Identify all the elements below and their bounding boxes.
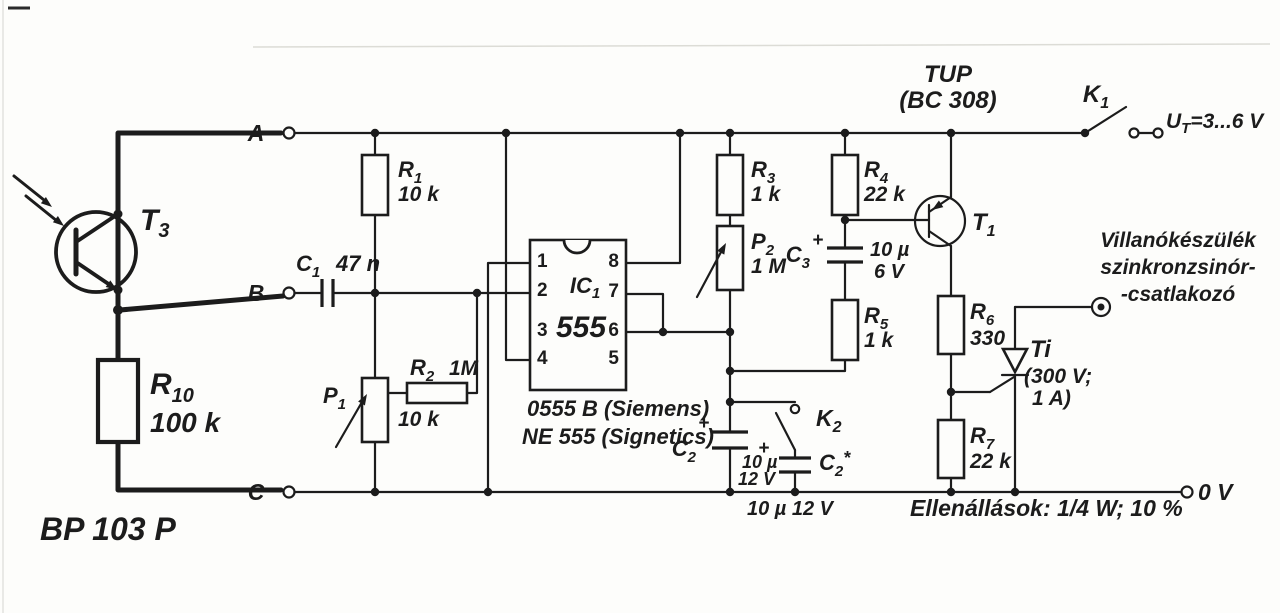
p2-value: 1 M — [751, 255, 787, 278]
r1-label: R1 — [398, 157, 422, 187]
c1-value: 47 n — [335, 251, 380, 276]
ti-spec-2: 1 A) — [1032, 387, 1071, 410]
t1-part: (BC 308) — [899, 87, 996, 114]
potentiometer-p2: P2 1 M — [695, 224, 787, 299]
terminal-c: C — [248, 479, 296, 505]
resistor-r7: R7 22 k — [936, 418, 1012, 480]
potentiometer-p1: P1 10 k — [323, 376, 440, 449]
r3-value: 1 k — [751, 183, 782, 206]
terminal-b: B — [248, 280, 296, 306]
capacitor-c1: C1 47 n — [296, 251, 380, 307]
phototransistor-t3 — [54, 210, 138, 294]
r6-label: R6 — [970, 299, 995, 329]
r1-value: 10 k — [398, 183, 440, 206]
resistor-r5: R5 1 k — [830, 298, 895, 362]
ic1-pin-2: 2 — [537, 280, 548, 301]
ic1-part: 555 — [556, 311, 607, 344]
resistor-r10: R10 100 k — [95, 357, 221, 445]
ic1-pin-5: 5 — [608, 348, 619, 369]
c3-label: C3 — [786, 242, 811, 272]
r10-value: 100 k — [150, 407, 221, 438]
c2star-polarity: + — [758, 438, 769, 459]
c3-value-bottom: 6 V — [874, 261, 906, 283]
connector-label-line1: Villanókészülék — [1100, 229, 1257, 252]
r5-value: 1 k — [864, 329, 895, 352]
resistor-tolerance-note: Ellenállások: 1/4 W; 10 % — [910, 495, 1183, 521]
r6-value: 330 — [970, 327, 1005, 350]
switch-k1: K1 — [1083, 81, 1164, 139]
ground-label: 0 V — [1198, 479, 1234, 505]
c2-value-top: 10 µ — [742, 452, 778, 472]
photo-sensor-block: T3 R10 100 k BP 103 P — [12, 130, 286, 547]
terminal-a-label: A — [247, 120, 265, 146]
resistor-r2: R2 1M — [405, 355, 479, 405]
ic1-variant-signetics: NE 555 (Signetics) — [522, 424, 714, 449]
ic1-pin-1: 1 — [537, 251, 548, 272]
connector-label-line2: szinkronzsinór- — [1100, 256, 1255, 279]
r4-value: 22 k — [863, 183, 906, 206]
ic1-555-timer: 1 2 3 4 8 7 6 5 IC1 555 0555 B (Siemens)… — [522, 238, 714, 449]
sync-connector-jack — [1090, 296, 1112, 318]
terminal-c-label: C — [248, 479, 265, 505]
supply-voltage-label: UT=3...6 V — [1166, 110, 1265, 137]
ic1-pin-3: 3 — [537, 320, 548, 341]
r5-label: R5 — [864, 303, 889, 333]
ic1-pin-6: 6 — [608, 320, 619, 341]
ic1-label: IC1 — [570, 273, 600, 302]
t1-label: T1 — [972, 209, 996, 240]
r3-label: R3 — [751, 157, 776, 187]
ic-notch-icon — [562, 239, 592, 255]
capacitor-c3: + C3 10 µ 6 V — [786, 230, 910, 283]
resistor-r4: R4 22 k — [830, 153, 906, 217]
ic1-variant-siemens: 0555 B (Siemens) — [527, 396, 709, 421]
connector-label-line3: -csatlakozó — [1121, 283, 1236, 306]
c2-value-bottom: 12 V — [738, 469, 777, 489]
p1-label: P1 — [323, 383, 346, 413]
sync-connector-label: Villanókészülék szinkronzsinór- -csatlak… — [1100, 229, 1257, 306]
p1-value: 10 k — [398, 408, 440, 431]
t1-family: TUP — [924, 61, 973, 88]
ic1-pin-4: 4 — [537, 348, 548, 369]
resistor-r3: R3 1 k — [715, 153, 782, 217]
ti-spec-1: (300 V; — [1024, 365, 1092, 388]
transistor-t1: T1 — [913, 194, 996, 248]
switch-k2: K2 — [774, 403, 842, 452]
k2-label: K2 — [816, 405, 842, 436]
r10-label: R10 — [150, 368, 194, 407]
resistor-r1: R1 10 k — [360, 153, 440, 217]
c2star-values: 10 µ 12 V — [747, 498, 835, 520]
capacitor-c2: + C2 10 µ 12 V — [672, 413, 778, 489]
thyristor-ti: Ti (300 V; 1 A) — [1000, 336, 1092, 410]
r7-value: 22 k — [969, 450, 1012, 473]
c2-polarity: + — [698, 413, 709, 434]
ic1-pin-7: 7 — [608, 281, 619, 302]
r4-label: R4 — [864, 157, 889, 187]
ti-label: Ti — [1030, 336, 1052, 363]
r2-value: 1M — [449, 357, 479, 380]
t3-label: T3 — [140, 204, 169, 242]
c1-label: C1 — [296, 251, 320, 281]
terminal-b-label: B — [248, 280, 265, 306]
light-arrows-icon — [12, 174, 64, 226]
c2star-label: C2* — [819, 448, 851, 480]
capacitor-c2-star: + C2* 10 µ 12 V — [747, 438, 851, 520]
resistor-r6: R6 330 — [936, 294, 1005, 356]
sensor-part-number: BP 103 P — [40, 511, 176, 547]
k1-label: K1 — [1083, 81, 1109, 112]
c3-polarity: + — [812, 230, 823, 251]
c2-label: C2 — [672, 436, 697, 466]
junction-dots — [370, 128, 1090, 497]
ic1-pin-8: 8 — [608, 251, 619, 272]
ground-terminal: 0 V — [1180, 479, 1234, 505]
r7-label: R7 — [970, 423, 995, 453]
p2-label: P2 — [751, 229, 775, 259]
c3-value-top: 10 µ — [870, 239, 910, 261]
r2-label: R2 — [410, 355, 435, 385]
